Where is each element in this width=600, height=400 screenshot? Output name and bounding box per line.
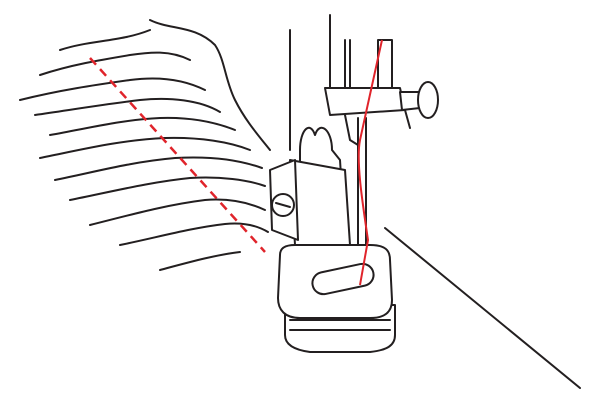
fabric	[19, 19, 271, 271]
stitch-line	[89, 57, 266, 253]
needle-thread	[357, 39, 383, 286]
needle-plate-edge	[384, 227, 581, 389]
presser-foot-sole	[277, 244, 396, 353]
needle-clamp-screw-icon	[417, 81, 439, 119]
needle-slot	[311, 262, 375, 296]
presser-foot-shank	[269, 126, 351, 246]
